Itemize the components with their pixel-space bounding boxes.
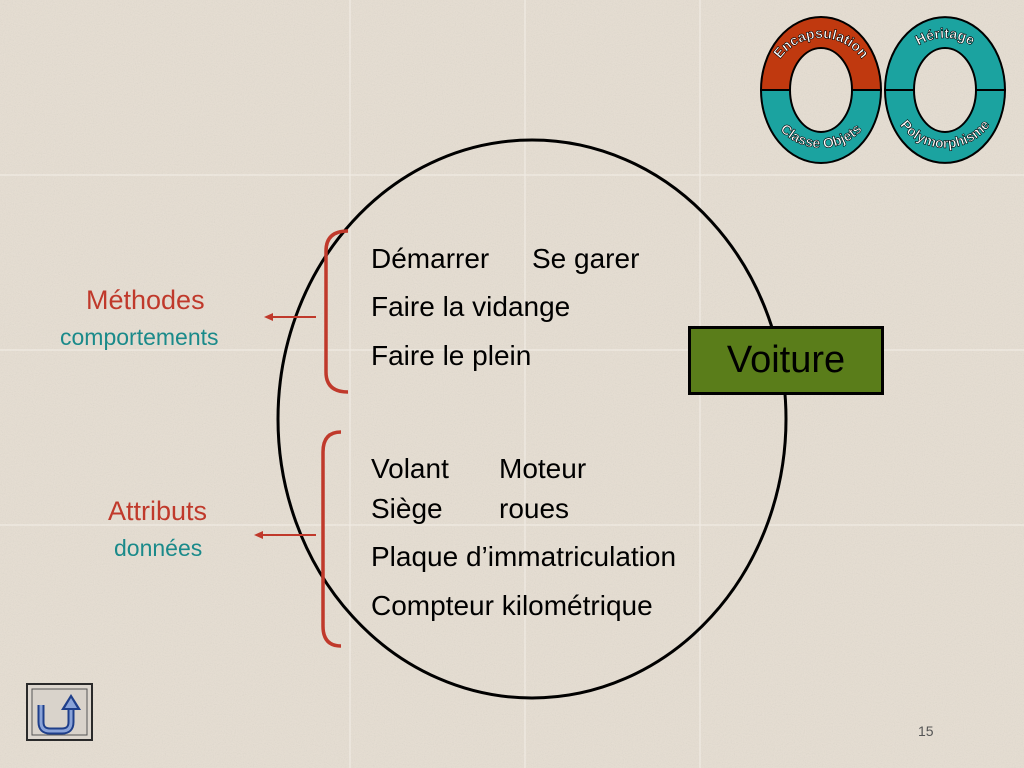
attribute-item-compteur: Compteur kilométrique: [371, 590, 653, 621]
attribute-item-siege: Siège: [371, 493, 443, 524]
u-turn-arrow-icon: [31, 688, 88, 736]
ring-bottom-segment: [883, 89, 1007, 164]
object-name: Voiture: [726, 339, 846, 381]
method-item-demarrer: Démarrer: [371, 243, 490, 274]
ring-top-segment: [883, 16, 1007, 91]
method-item-se-garer: Se garer: [532, 243, 640, 274]
attributes-label: Attributs: [108, 496, 208, 526]
attribute-item-moteur: Moteur: [499, 453, 587, 484]
methods-bracket: [324, 229, 349, 394]
attribute-item-roues: roues: [499, 493, 570, 524]
methods-label: Méthodes: [86, 285, 205, 315]
attributes-sublabel: données: [114, 535, 203, 561]
attributes-arrow: [254, 531, 316, 539]
ring-bottom-segment: [759, 89, 883, 164]
object-ellipse: [276, 138, 788, 700]
methods-arrow: [264, 313, 316, 321]
methods-sublabel: comportements: [60, 324, 219, 350]
back-button[interactable]: [26, 683, 93, 741]
ring-top-text: Héritage: [913, 25, 978, 48]
ring-top-segment: [759, 16, 883, 91]
method-item-plein: Faire le plein: [371, 340, 532, 371]
method-item-vidange: Faire la vidange: [371, 291, 571, 322]
heritage-ring: Héritage Polymorphisme: [883, 16, 1007, 164]
object-name-box: Voiture: [688, 326, 884, 395]
attribute-item-plaque: Plaque d’immatriculation: [371, 541, 677, 572]
attributes-bracket: [321, 430, 342, 648]
attribute-item-volant: Volant: [371, 453, 449, 484]
page-number: 15: [918, 723, 934, 739]
